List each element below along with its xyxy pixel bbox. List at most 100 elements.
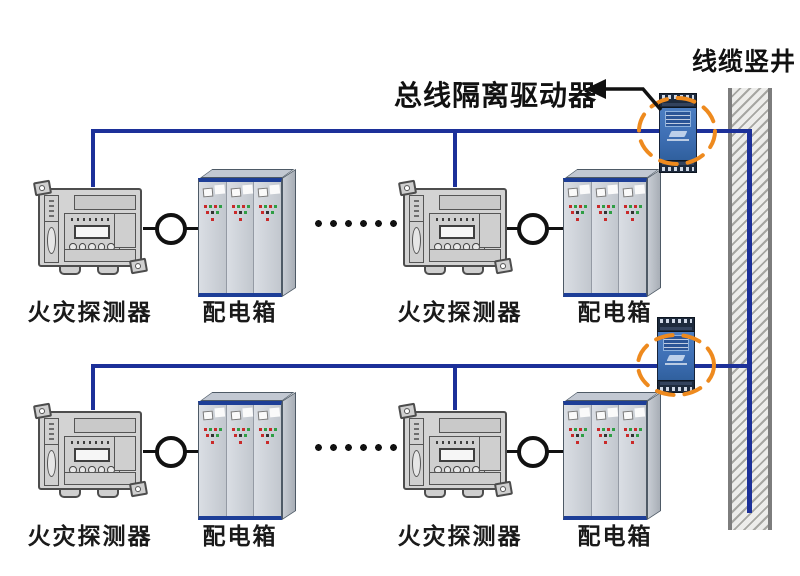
cabinet-front — [198, 178, 282, 297]
distribution-box — [563, 166, 661, 297]
cabinet-door — [591, 182, 620, 293]
detector-model-text — [45, 196, 58, 222]
mounting-foot — [97, 264, 119, 275]
detector-body — [38, 411, 142, 490]
mounting-ear — [397, 402, 418, 420]
module-nameplate — [663, 335, 689, 351]
serial-port-connector — [47, 450, 56, 477]
fire-detector-label: 火灾探测器 — [397, 524, 523, 549]
cabinet-door — [226, 405, 255, 516]
shaft-riser-bus-line — [747, 129, 752, 513]
detector-right-panel — [479, 213, 501, 248]
mounting-ear — [32, 402, 53, 420]
detector-body — [403, 411, 507, 490]
status-led-row — [71, 441, 113, 444]
detector-body — [403, 188, 507, 267]
cabinet-top-face — [565, 392, 660, 401]
cabinet-door — [619, 405, 647, 516]
cabinet-side-face — [282, 168, 296, 297]
detector-model-text — [410, 419, 423, 445]
cabinet-door — [564, 405, 592, 516]
cabinet-side-face — [647, 391, 661, 520]
button-row — [434, 243, 480, 251]
fire-detector — [32, 179, 149, 275]
fire-detector-label: 火灾探测器 — [27, 524, 153, 549]
detector-side-panel — [409, 195, 424, 263]
detector-side-panel — [409, 418, 424, 486]
fire-detector — [397, 179, 514, 275]
cable-shaft-label: 线缆竖井 — [691, 49, 796, 76]
mounting-foot — [59, 487, 81, 498]
distribution-box — [198, 389, 296, 520]
bus-isolator-label: 总线隔离驱动器 — [394, 81, 598, 112]
distribution-box-label: 配电箱 — [577, 300, 653, 325]
cabinet-door — [564, 182, 592, 293]
lcd-display — [74, 225, 110, 239]
cabinet-side-face — [647, 168, 661, 297]
cabinet-front — [563, 401, 647, 520]
bus-drop-row2-detector1 — [91, 364, 95, 410]
cabinet-top-face — [565, 169, 660, 178]
fire-detector-label: 火灾探测器 — [397, 300, 523, 325]
distribution-box-label: 配电箱 — [577, 524, 653, 549]
module-nameplate — [665, 111, 691, 127]
lcd-display — [439, 448, 475, 462]
detector-right-panel — [114, 213, 136, 248]
serial-port-connector — [47, 227, 56, 254]
fire-detector-label: 火灾探测器 — [27, 300, 153, 325]
detector-bottom-panel — [64, 472, 136, 485]
cabinet-door — [254, 182, 282, 293]
detector-top-panel — [74, 195, 136, 210]
detector-right-panel — [114, 436, 136, 471]
mounting-foot — [424, 264, 446, 275]
fire-detector — [32, 402, 149, 498]
distribution-box-label: 配电箱 — [202, 300, 278, 325]
module-terminal-block-top — [657, 317, 695, 332]
detector-model-text — [45, 419, 58, 445]
detector-model-text — [410, 196, 423, 222]
detector-top-panel — [439, 418, 501, 433]
bus-drop-row1-detector1 — [91, 129, 95, 187]
cabinet-side-face — [282, 391, 296, 520]
detector-body — [38, 188, 142, 267]
continuation-dots-row2 — [314, 443, 402, 452]
mounting-foot — [462, 487, 484, 498]
detector-top-panel — [74, 418, 136, 433]
status-led-row — [436, 218, 478, 221]
mounting-foot — [424, 487, 446, 498]
serial-port-connector — [412, 450, 421, 477]
detector-top-panel — [439, 195, 501, 210]
lcd-display — [439, 225, 475, 239]
mounting-ear — [128, 480, 149, 498]
mounting-ear — [493, 257, 514, 275]
module-terminal-block-bottom — [659, 160, 697, 173]
module-logo — [666, 355, 686, 361]
cabinet-front — [563, 178, 647, 297]
status-led-row — [436, 441, 478, 444]
coupler-circle — [517, 436, 549, 468]
cabinet-top-face — [200, 169, 295, 178]
mounting-foot — [462, 264, 484, 275]
bus-isolator-module — [657, 317, 695, 393]
cabinet-door — [199, 405, 227, 516]
module-terminal-block-bottom — [657, 380, 695, 393]
mounting-ear — [493, 480, 514, 498]
coupler-circle — [155, 436, 187, 468]
module-logo — [668, 131, 688, 137]
cabinet-front — [198, 401, 282, 520]
distribution-box-label: 配电箱 — [202, 524, 278, 549]
fire-detector — [397, 402, 514, 498]
mounting-ear — [128, 257, 149, 275]
module-text-line — [665, 363, 687, 365]
detector-bottom-panel — [429, 249, 501, 262]
detector-bottom-panel — [429, 472, 501, 485]
detector-side-panel — [44, 195, 59, 263]
coupler-circle — [517, 213, 549, 245]
cabinet-top-face — [200, 392, 295, 401]
serial-port-connector — [412, 227, 421, 254]
cabinet-door — [226, 182, 255, 293]
distribution-box — [198, 166, 296, 297]
cabinet-door — [199, 182, 227, 293]
continuation-dots-row1 — [314, 219, 402, 228]
